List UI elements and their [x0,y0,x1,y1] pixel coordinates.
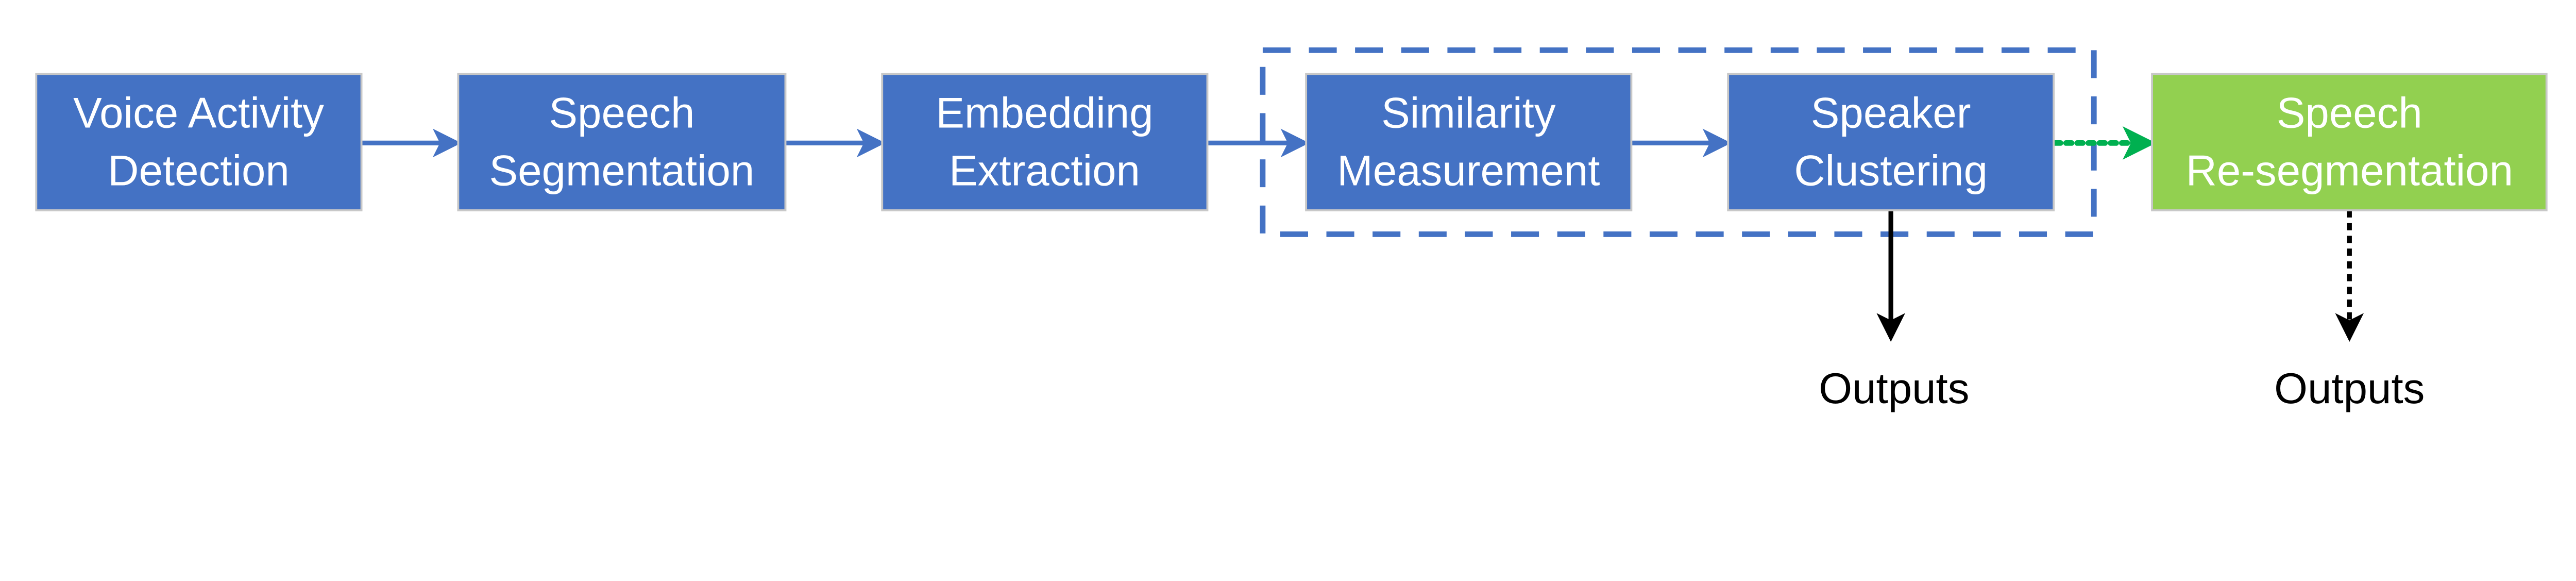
block-label-line: Segmentation [489,146,754,194]
block-label-line: Voice Activity [73,88,324,137]
clustering-outputs-label: Outputs [1819,364,1969,412]
block-speech-resegmentation: Speech Re-segmentation [2151,73,2548,211]
block-label-line: Speech [549,88,694,137]
block-label-line: Extraction [949,146,1140,194]
block-embedding-extraction: Embedding Extraction [881,73,1209,211]
block-speaker-clustering: Speaker Clustering [1727,73,2055,211]
block-label-line: Speech [2277,88,2422,137]
block-label-line: Measurement [1337,146,1600,194]
similarity-clustering-group-outline [1260,47,2097,237]
block-voice-activity-detection: Voice Activity Detection [35,73,363,211]
block-speech-segmentation: Speech Segmentation [457,73,787,211]
block-label-line: Detection [108,146,290,194]
resegmentation-outputs-label: Outputs [2274,364,2425,412]
block-label-line: Similarity [1381,88,1556,137]
block-label-line: Clustering [1794,146,1988,194]
block-label-line: Speaker [1811,88,1971,137]
block-label-line: Re-segmentation [2186,146,2513,194]
block-label-line: Embedding [936,88,1153,137]
block-similarity-measurement: Similarity Measurement [1305,73,1633,211]
speaker-diarization-pipeline-diagram: Voice Activity Detection Speech Segmenta… [35,47,2548,412]
